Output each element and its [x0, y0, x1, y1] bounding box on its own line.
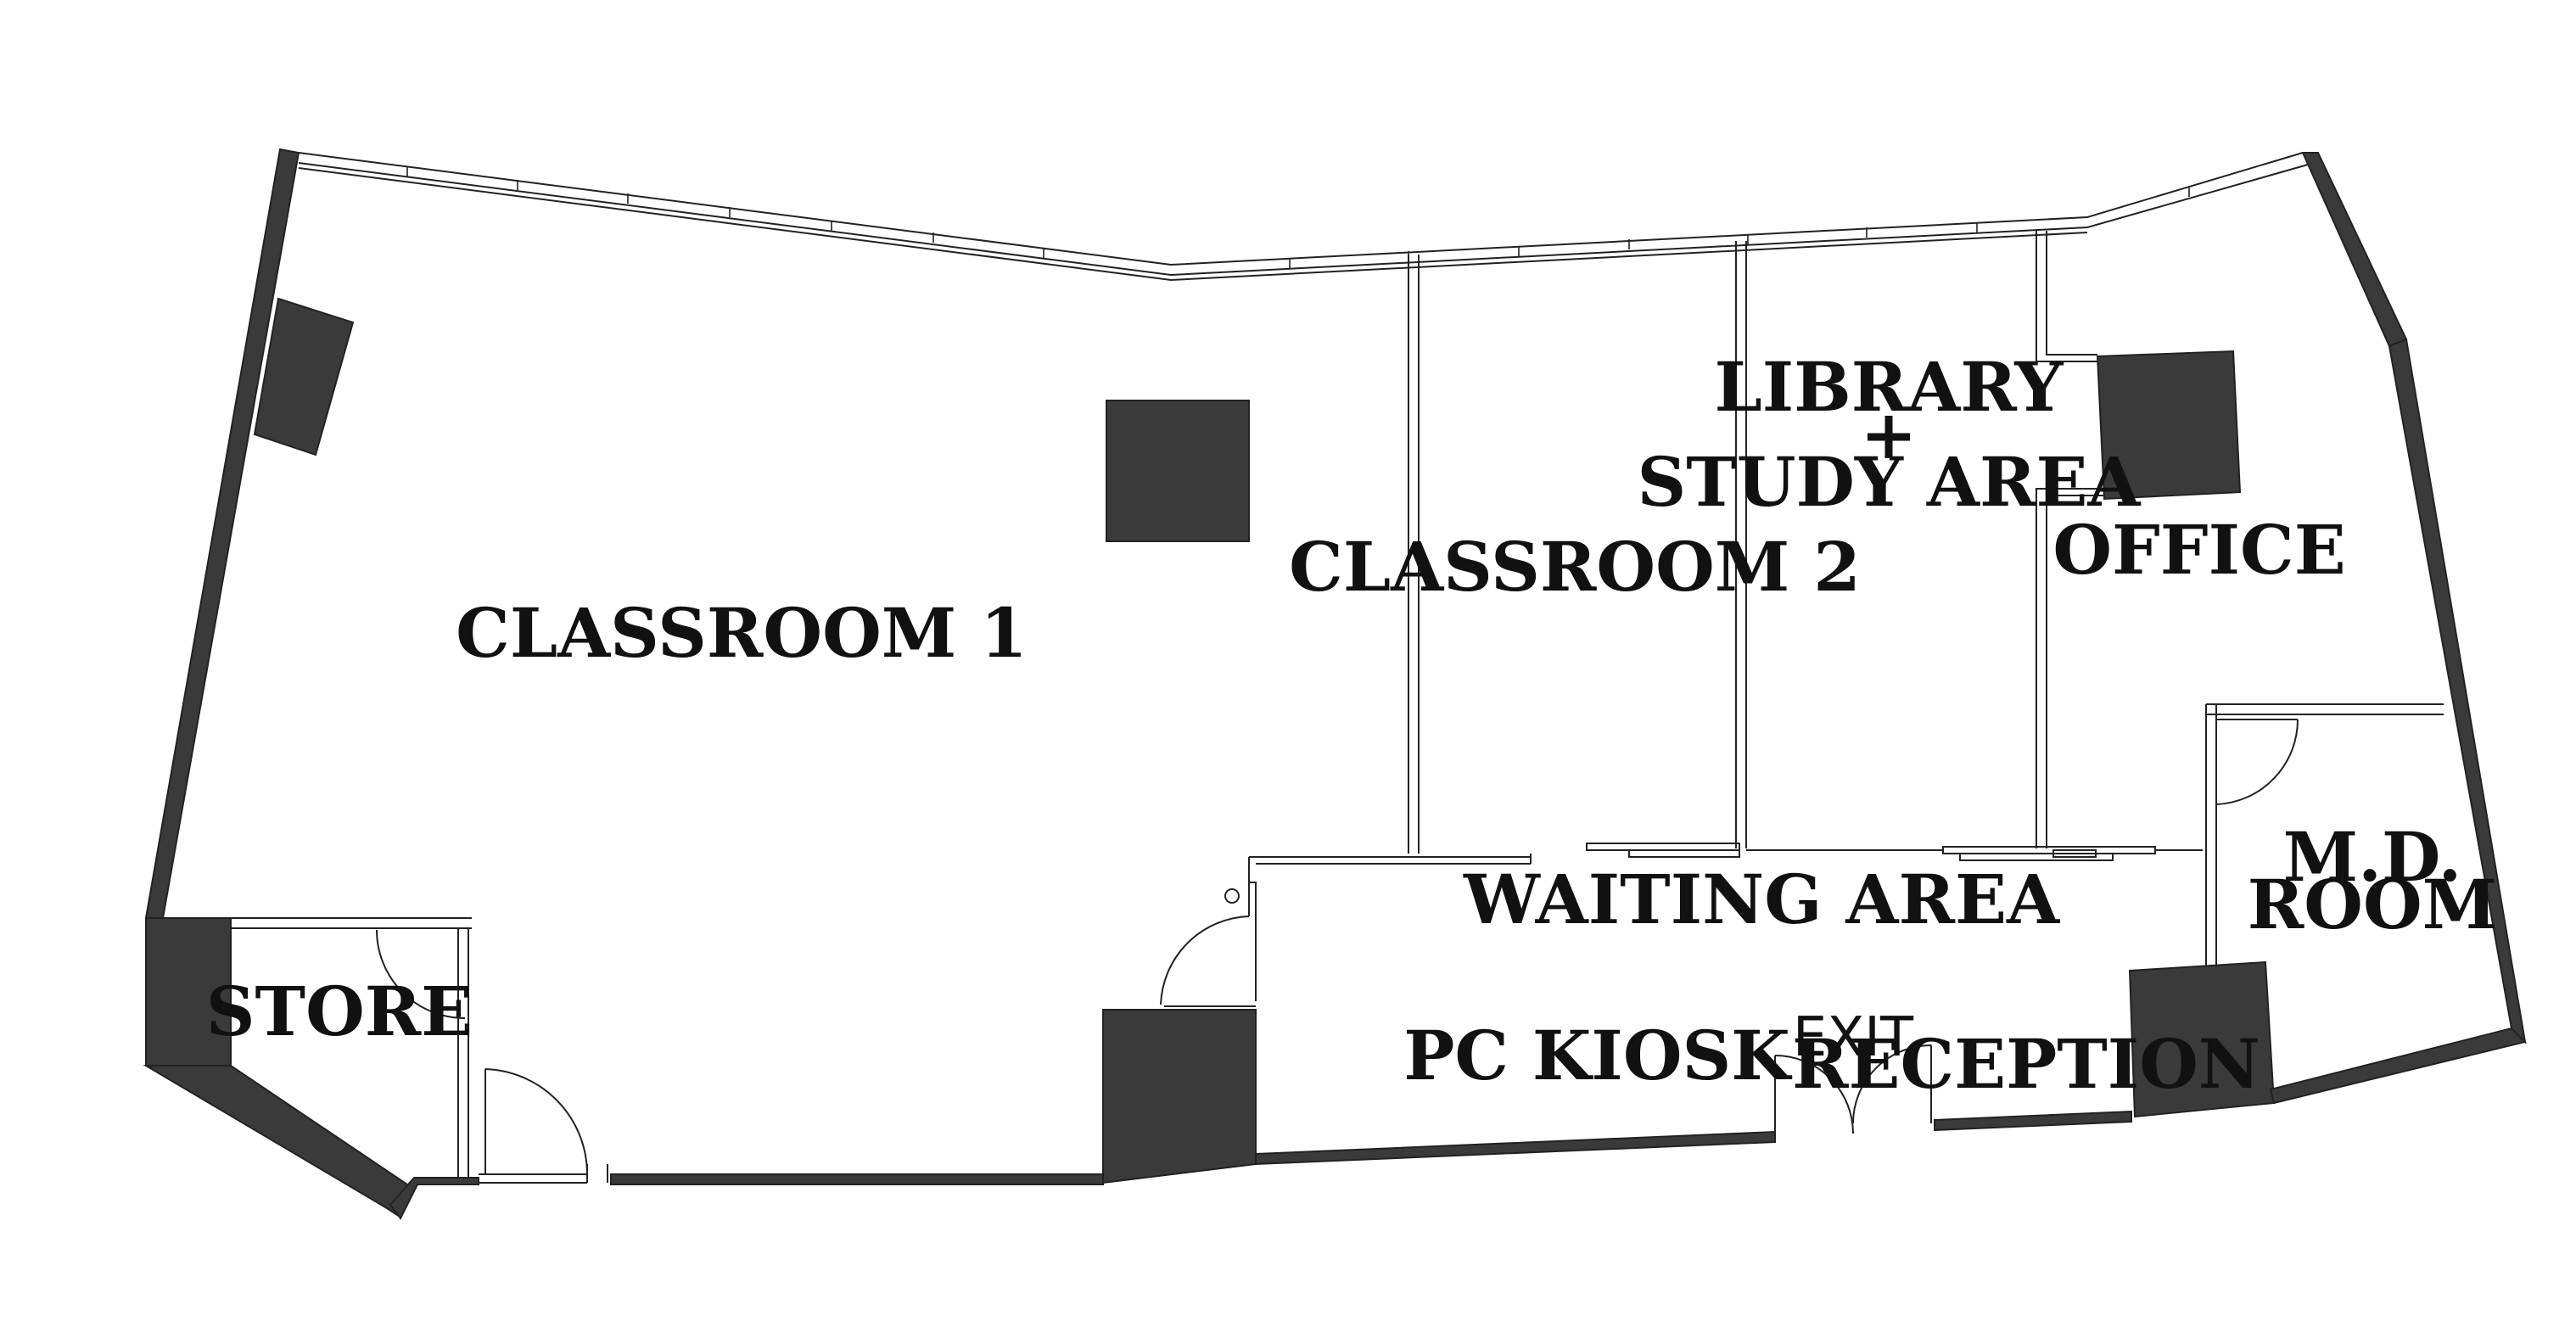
label-exit: EXIT	[1793, 1006, 1914, 1069]
label-classroom-1: CLASSROOM 1	[456, 593, 1028, 673]
label-classroom-2: CLASSROOM 2	[1289, 527, 1861, 607]
exterior-walls	[143, 148, 2527, 1220]
classroom1-bottom-wall	[610, 1173, 1104, 1185]
classroom1-waiting-door	[1160, 882, 1250, 1005]
md-room-door	[2215, 719, 2299, 805]
store-diagonal-wall	[143, 1065, 409, 1217]
label-library-plus: +	[1860, 395, 1917, 474]
column-left-wall	[253, 297, 355, 456]
right-lower-wall	[2388, 338, 2527, 1044]
label-waiting-area: WAITING AREA	[1463, 859, 2060, 939]
reception-bottom-wall	[1934, 1110, 2132, 1132]
library-sliding-door	[1942, 846, 2156, 861]
interior-partitions	[231, 231, 2444, 1184]
label-md: M.D.	[2283, 817, 2462, 897]
classroom2-sliding-door	[1586, 843, 1740, 858]
label-library: LIBRARY	[1715, 347, 2064, 427]
exit-double-door	[1774, 1044, 1932, 1134]
classroom1-entry-door	[484, 1068, 588, 1175]
right-bottom-wall	[2269, 1027, 2527, 1105]
window-wall	[298, 152, 2309, 282]
left-wall	[144, 148, 300, 919]
label-reception: RECEPTION	[1792, 1024, 2260, 1104]
label-store: STORE	[206, 971, 473, 1051]
store-bottom-notch	[389, 1177, 479, 1220]
label-pc-kiosk: PC KIOSK	[1403, 1016, 1792, 1095]
column-classroom1-bottom	[1102, 1009, 1257, 1184]
column-office	[2096, 350, 2242, 501]
waiting-bottom-wall	[1255, 1130, 1776, 1166]
doors	[376, 719, 2299, 1175]
label-office: OFFICE	[2052, 510, 2345, 590]
right-upper-wall	[2301, 152, 2408, 348]
label-room: ROOM	[2248, 865, 2497, 944]
room-labels: CLASSROOM 1 CLASSROOM 2 LIBRARY + STUDY …	[206, 347, 2497, 1104]
column-classroom1	[1106, 400, 1250, 542]
label-study-area: STUDY AREA	[1637, 442, 2141, 522]
store-door	[376, 929, 466, 1019]
